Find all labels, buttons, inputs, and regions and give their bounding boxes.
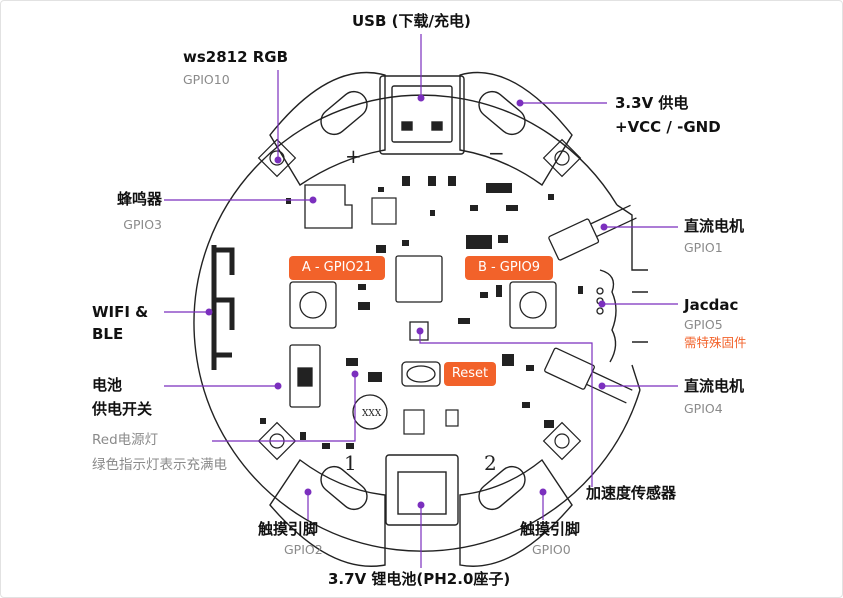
power-label-2: +VCC / -GND bbox=[615, 118, 721, 136]
pad-minus-text: − bbox=[488, 141, 505, 165]
wifi-label-2: BLE bbox=[92, 325, 124, 343]
jacdac-note: 需特殊固件 bbox=[684, 335, 747, 350]
pad-2-text: 2 bbox=[484, 451, 497, 475]
usb-port bbox=[379, 75, 465, 155]
accelerometer-chip bbox=[352, 321, 429, 430]
buzzer-label: 蜂鸣器 bbox=[116, 190, 162, 208]
ic-text: XXX bbox=[362, 409, 382, 419]
board-outline bbox=[193, 94, 648, 552]
switch-label-2: 供电开关 bbox=[92, 400, 153, 418]
buzzer bbox=[304, 184, 353, 229]
reset-tag: Reset bbox=[444, 362, 496, 386]
usb-label: USB (下载/充电) bbox=[352, 12, 471, 30]
led-label-2: 绿色指示灯表示充满电 bbox=[92, 457, 227, 473]
antenna bbox=[211, 245, 235, 370]
button-a-tag: A - GPIO21 bbox=[289, 256, 385, 280]
button-b-tag: B - GPIO9 bbox=[465, 256, 553, 280]
rgb-gpio: GPIO10 bbox=[183, 72, 230, 87]
pad-1-text: 1 bbox=[344, 451, 357, 475]
touch-left-label: 触摸引脚 bbox=[258, 520, 319, 538]
pad-bottom-right bbox=[459, 458, 573, 567]
pad-top-right bbox=[459, 71, 573, 187]
pad-top-left bbox=[269, 71, 386, 186]
wifi-label-1: WIFI & bbox=[92, 303, 149, 321]
jacdac-gpio: GPIO5 bbox=[684, 317, 723, 332]
main-chip bbox=[395, 255, 443, 303]
pad-markings: + − 1 2 XXX bbox=[344, 141, 505, 475]
led-label-1: Red电源灯 bbox=[92, 432, 159, 448]
leader-dots bbox=[205, 94, 608, 509]
buzzer-gpio: GPIO3 bbox=[123, 217, 162, 232]
pads bbox=[269, 71, 573, 567]
small-components bbox=[260, 176, 583, 449]
touch-right-gpio: GPIO0 bbox=[532, 542, 571, 557]
buttons bbox=[289, 281, 557, 387]
jacdac-label: Jacdac bbox=[684, 296, 739, 314]
switch-label-1: 电池 bbox=[92, 376, 123, 394]
rgb-label: ws2812 RGB bbox=[183, 48, 289, 66]
accel-label: 加速度传感器 bbox=[586, 484, 677, 502]
motor1-label: 直流电机 bbox=[684, 217, 745, 235]
power-label-1: 3.3V 供电 bbox=[615, 94, 689, 112]
motor2-gpio: GPIO4 bbox=[684, 401, 723, 416]
rgb-leds bbox=[257, 138, 582, 461]
touch-left-gpio: GPIO2 bbox=[284, 542, 323, 557]
power-switch bbox=[289, 344, 321, 408]
motor1-gpio: GPIO1 bbox=[684, 240, 723, 255]
leader-lines bbox=[164, 34, 678, 568]
battery-label: 3.7V 锂电池(PH2.0座子) bbox=[328, 570, 511, 588]
touch-right-label: 触摸引脚 bbox=[520, 520, 581, 538]
motor2-label: 直流电机 bbox=[684, 377, 745, 395]
battery-connector bbox=[385, 454, 459, 526]
pad-plus-text: + bbox=[345, 144, 362, 168]
